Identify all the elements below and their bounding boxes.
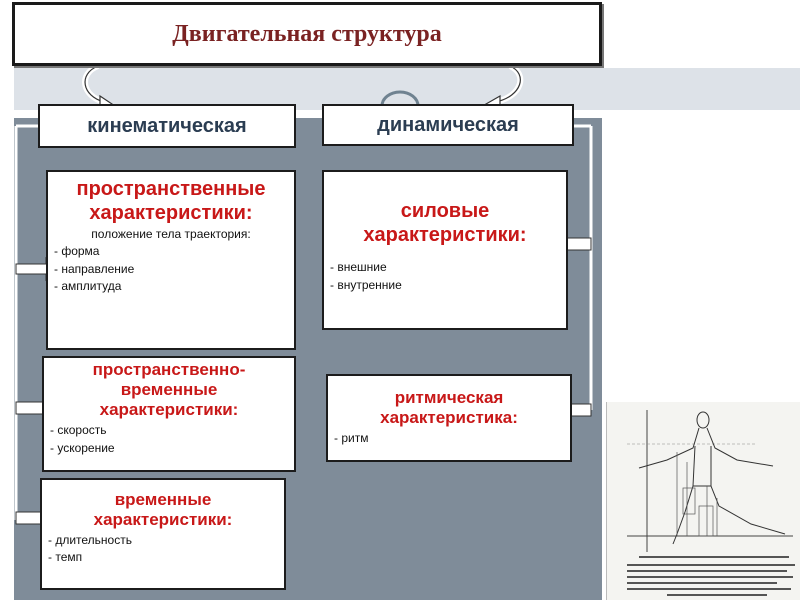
- spatial-title-line-1: пространственные: [76, 178, 266, 200]
- temporal-title-line-1: временные: [114, 490, 212, 509]
- kinematic-heading-box: кинематическая: [38, 104, 296, 148]
- force-card: силовые характеристики: - внешние - внут…: [322, 170, 568, 330]
- force-title-line-1: силовые: [400, 200, 490, 222]
- force-list: - внешние - внутренние: [330, 259, 560, 294]
- force-title-line-2: характеристики:: [363, 223, 527, 246]
- rhythm-list: - ритм: [334, 430, 564, 447]
- spatial-title-line-2: характеристики:: [89, 201, 253, 224]
- list-item: - длительность: [48, 533, 132, 548]
- spatiotemporal-list: - скорость - ускорение: [50, 422, 288, 457]
- title-box: Двигательная структура: [12, 2, 602, 66]
- body-sketch: [607, 402, 800, 600]
- temporal-list: - длительность - темп: [48, 532, 278, 567]
- temporal-title-line-2: характеристики:: [93, 510, 233, 530]
- spatiotemporal-title-line-3: характеристики:: [99, 400, 239, 420]
- decorative-ring: [380, 90, 420, 107]
- spatial-card: пространственные характеристики: положен…: [46, 170, 296, 350]
- dynamic-heading-box: динамическая: [322, 104, 574, 146]
- diagram-title: Двигательная структура: [172, 20, 442, 47]
- list-item: - форма: [54, 244, 100, 259]
- spatiotemporal-title-line-1: пространственно-: [92, 360, 246, 379]
- rhythm-title-line-2: характеристика:: [380, 408, 518, 428]
- spatial-title: пространственные характеристики:: [54, 178, 288, 225]
- force-title: силовые характеристики:: [330, 200, 560, 247]
- list-item: - направление: [54, 261, 135, 276]
- spatiotemporal-title: пространственно- временные характеристик…: [50, 360, 288, 420]
- rhythm-title: ритмическая характеристика:: [334, 388, 564, 428]
- list-item: - внешние: [330, 260, 387, 275]
- spatiotemporal-title-line-2: временные: [120, 380, 218, 400]
- rhythm-title-line-1: ритмическая: [394, 388, 504, 407]
- figure-illustration: [606, 402, 800, 600]
- rhythm-card: ритмическая характеристика: - ритм: [326, 374, 572, 462]
- spatial-subtitle: положение тела траектория:: [91, 227, 251, 242]
- temporal-title: временные характеристики:: [48, 490, 278, 530]
- kinematic-heading: кинематическая: [87, 114, 247, 137]
- background-stripe: [14, 68, 800, 110]
- dynamic-heading: динамическая: [377, 113, 519, 136]
- list-item: - ускорение: [50, 440, 115, 455]
- list-item: - ритм: [334, 431, 369, 446]
- temporal-card: временные характеристики: - длительность…: [40, 478, 286, 590]
- list-item: - амплитуда: [54, 278, 122, 293]
- spatiotemporal-card: пространственно- временные характеристик…: [42, 356, 296, 472]
- list-item: - скорость: [50, 423, 107, 438]
- list-item: - темп: [48, 550, 83, 565]
- list-item: - внутренние: [330, 277, 402, 292]
- spatial-list: - форма - направление - амплитуда: [54, 243, 288, 295]
